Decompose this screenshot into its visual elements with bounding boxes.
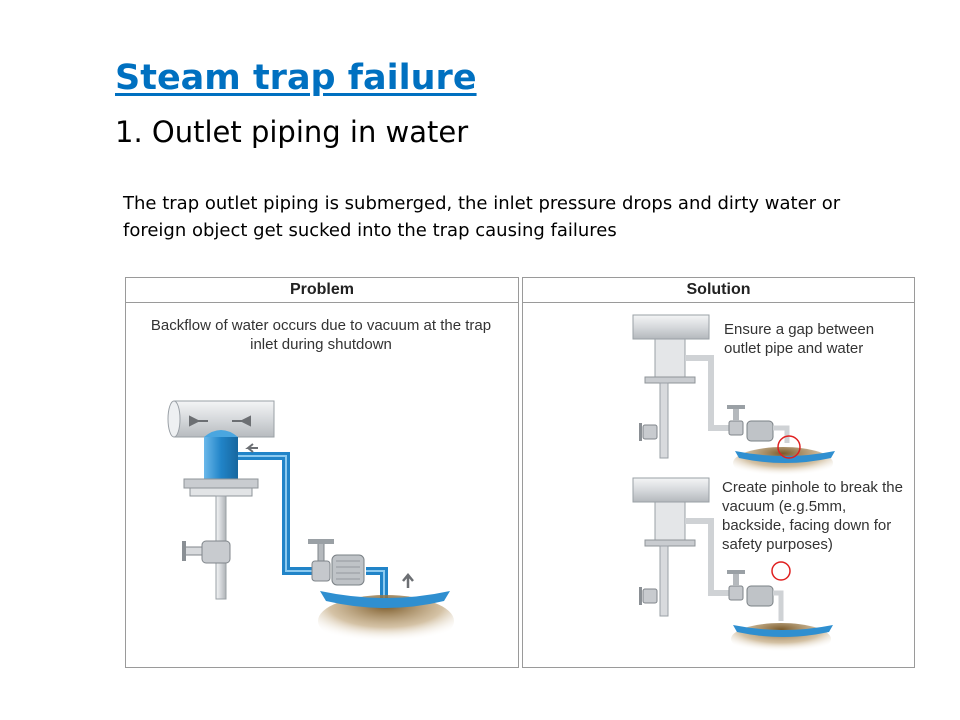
up-arrow-icon: [402, 573, 414, 588]
slide-subtitle: 1. Outlet piping in water: [115, 115, 469, 149]
solution-illustration: [632, 314, 835, 655]
slide-description: The trap outlet piping is submerged, the…: [123, 193, 841, 241]
pinhole-solution-drawing: [632, 477, 833, 655]
steam-trap: [331, 554, 365, 586]
solution-caption-2: Create pinhole to break the vacuum (e.g.…: [722, 479, 903, 553]
pinhole-highlight-circle: [771, 561, 791, 581]
solution-header: Solution: [523, 278, 914, 303]
backflow-water: [183, 430, 388, 603]
gap-solution-drawing: [632, 314, 835, 479]
problem-header: Problem: [126, 278, 518, 303]
solution-caption-1: Ensure a gap between outlet pipe and wat…: [724, 321, 875, 357]
problem-illustration: [167, 400, 454, 647]
backflow-arrow-icon: [245, 443, 258, 453]
slide-title: Steam trap failure: [115, 58, 477, 98]
solution-panel: Solution Ensure a gap between outlet pip…: [522, 277, 915, 668]
problem-panel: Problem Backflow of water occurs due to …: [125, 277, 519, 668]
gap-highlight-circle: [777, 435, 801, 459]
drain-valve: [182, 495, 231, 600]
gate-valve: [308, 539, 334, 582]
problem-caption: Backflow of water occurs due to vacuum a…: [150, 317, 492, 353]
water-pit: [318, 591, 454, 647]
